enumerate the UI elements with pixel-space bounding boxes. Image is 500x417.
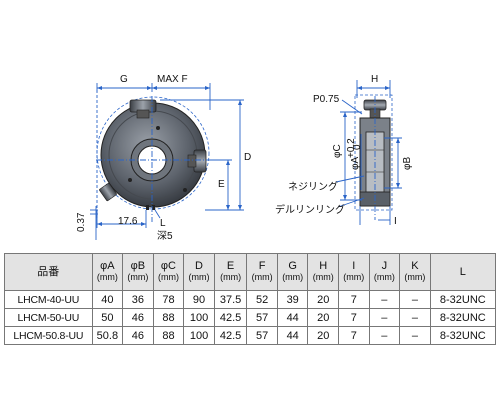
side-view: H P0.75 φC φA +0.2 0 φB ネジリング デルリンリング I: [275, 74, 413, 227]
cell-value: 8-32UNC: [429, 290, 497, 309]
label-tol: +0.2: [346, 138, 357, 158]
cell-value: 78: [152, 290, 185, 309]
label-depth: 深5: [157, 230, 173, 242]
cell-value: 57: [246, 326, 278, 345]
technical-drawing: G MAX F D E 17.6 L 深5 0.37: [76, 74, 413, 242]
header-l: L: [429, 253, 497, 291]
header-i: I(mm): [338, 253, 370, 291]
label-d: D: [244, 152, 251, 163]
spec-table-container: 品番 φA(mm) φB(mm) φC(mm) D(mm) E(mm) F(mm…: [4, 253, 497, 345]
header-model: 品番: [4, 253, 93, 291]
table-row: LHCM-40-UU 40 36 78 90 37.5 52 39 20 7 –…: [4, 290, 497, 309]
cell-value: 52: [246, 290, 278, 309]
cell-value: 36: [122, 290, 154, 309]
cell-value: 20: [307, 308, 340, 327]
cell-value: –: [368, 290, 401, 309]
label-e: E: [218, 179, 225, 190]
header-k: K(mm): [399, 253, 431, 291]
cell-value: 57: [246, 308, 278, 327]
header-d: D(mm): [183, 253, 215, 291]
label-l: L: [160, 218, 166, 229]
label-neji-ring: ネジリング: [288, 180, 338, 193]
cell-value: 8-32UNC: [429, 308, 497, 327]
cell-value: 20: [307, 290, 340, 309]
cell-value: 88: [152, 308, 185, 327]
label-0-37: 0.37: [76, 212, 87, 232]
cell-value: 42.5: [213, 308, 248, 327]
header-j: J(mm): [368, 253, 401, 291]
header-f: F(mm): [246, 253, 278, 291]
label-phi-b: φB: [402, 157, 413, 170]
label-tol2: 0: [352, 144, 363, 150]
header-phi-a: φA(mm): [91, 253, 124, 291]
label-p075: P0.75: [313, 94, 340, 105]
cell-value: 46: [122, 326, 154, 345]
table-row: LHCM-50.8-UU 50.8 46 88 100 42.5 57 44 2…: [4, 326, 497, 345]
cell-value: –: [399, 308, 431, 327]
label-phi-c: φC: [332, 144, 343, 158]
cell-value: 88: [152, 326, 185, 345]
cell-model: LHCM-50-UU: [4, 308, 93, 327]
cell-value: –: [368, 326, 401, 345]
cell-value: 37.5: [213, 290, 248, 309]
cell-value: –: [399, 326, 431, 345]
label-i: I: [394, 216, 397, 227]
cell-value: 44: [276, 308, 309, 327]
header-phi-b: φB(mm): [122, 253, 154, 291]
cell-value: –: [399, 290, 431, 309]
cell-value: 46: [122, 308, 154, 327]
label-17-6: 17.6: [118, 216, 138, 227]
table-row: LHCM-50-UU 50 46 88 100 42.5 57 44 20 7 …: [4, 308, 497, 327]
label-g: G: [120, 74, 128, 85]
header-g: G(mm): [276, 253, 309, 291]
cell-value: 44: [276, 326, 309, 345]
cell-model: LHCM-50.8-UU: [4, 326, 93, 345]
front-view: G MAX F D E 17.6 L 深5 0.37: [76, 74, 251, 242]
cell-value: 7: [338, 290, 370, 309]
cell-value: 90: [183, 290, 215, 309]
cell-value: 8-32UNC: [429, 326, 497, 345]
label-phi-a: φA: [350, 157, 361, 170]
label-max-f: MAX F: [157, 74, 188, 85]
header-h: H(mm): [307, 253, 340, 291]
cell-value: –: [368, 308, 401, 327]
cell-value: 20: [307, 326, 340, 345]
cell-value: 100: [183, 326, 215, 345]
label-h: H: [371, 74, 378, 85]
cell-value: 40: [91, 290, 124, 309]
table-header-row: 品番 φA(mm) φB(mm) φC(mm) D(mm) E(mm) F(mm…: [4, 253, 497, 291]
cell-value: 100: [183, 308, 215, 327]
label-deru-ring: デルリンリング: [275, 203, 345, 216]
spec-table: 品番 φA(mm) φB(mm) φC(mm) D(mm) E(mm) F(mm…: [4, 253, 497, 345]
cell-value: 42.5: [213, 326, 248, 345]
header-e: E(mm): [213, 253, 248, 291]
header-phi-c: φC(mm): [152, 253, 185, 291]
cell-value: 7: [338, 326, 370, 345]
cell-value: 39: [276, 290, 309, 309]
cell-model: LHCM-40-UU: [4, 290, 93, 309]
cell-value: 50: [91, 308, 124, 327]
cell-value: 7: [338, 308, 370, 327]
cell-value: 50.8: [91, 326, 124, 345]
